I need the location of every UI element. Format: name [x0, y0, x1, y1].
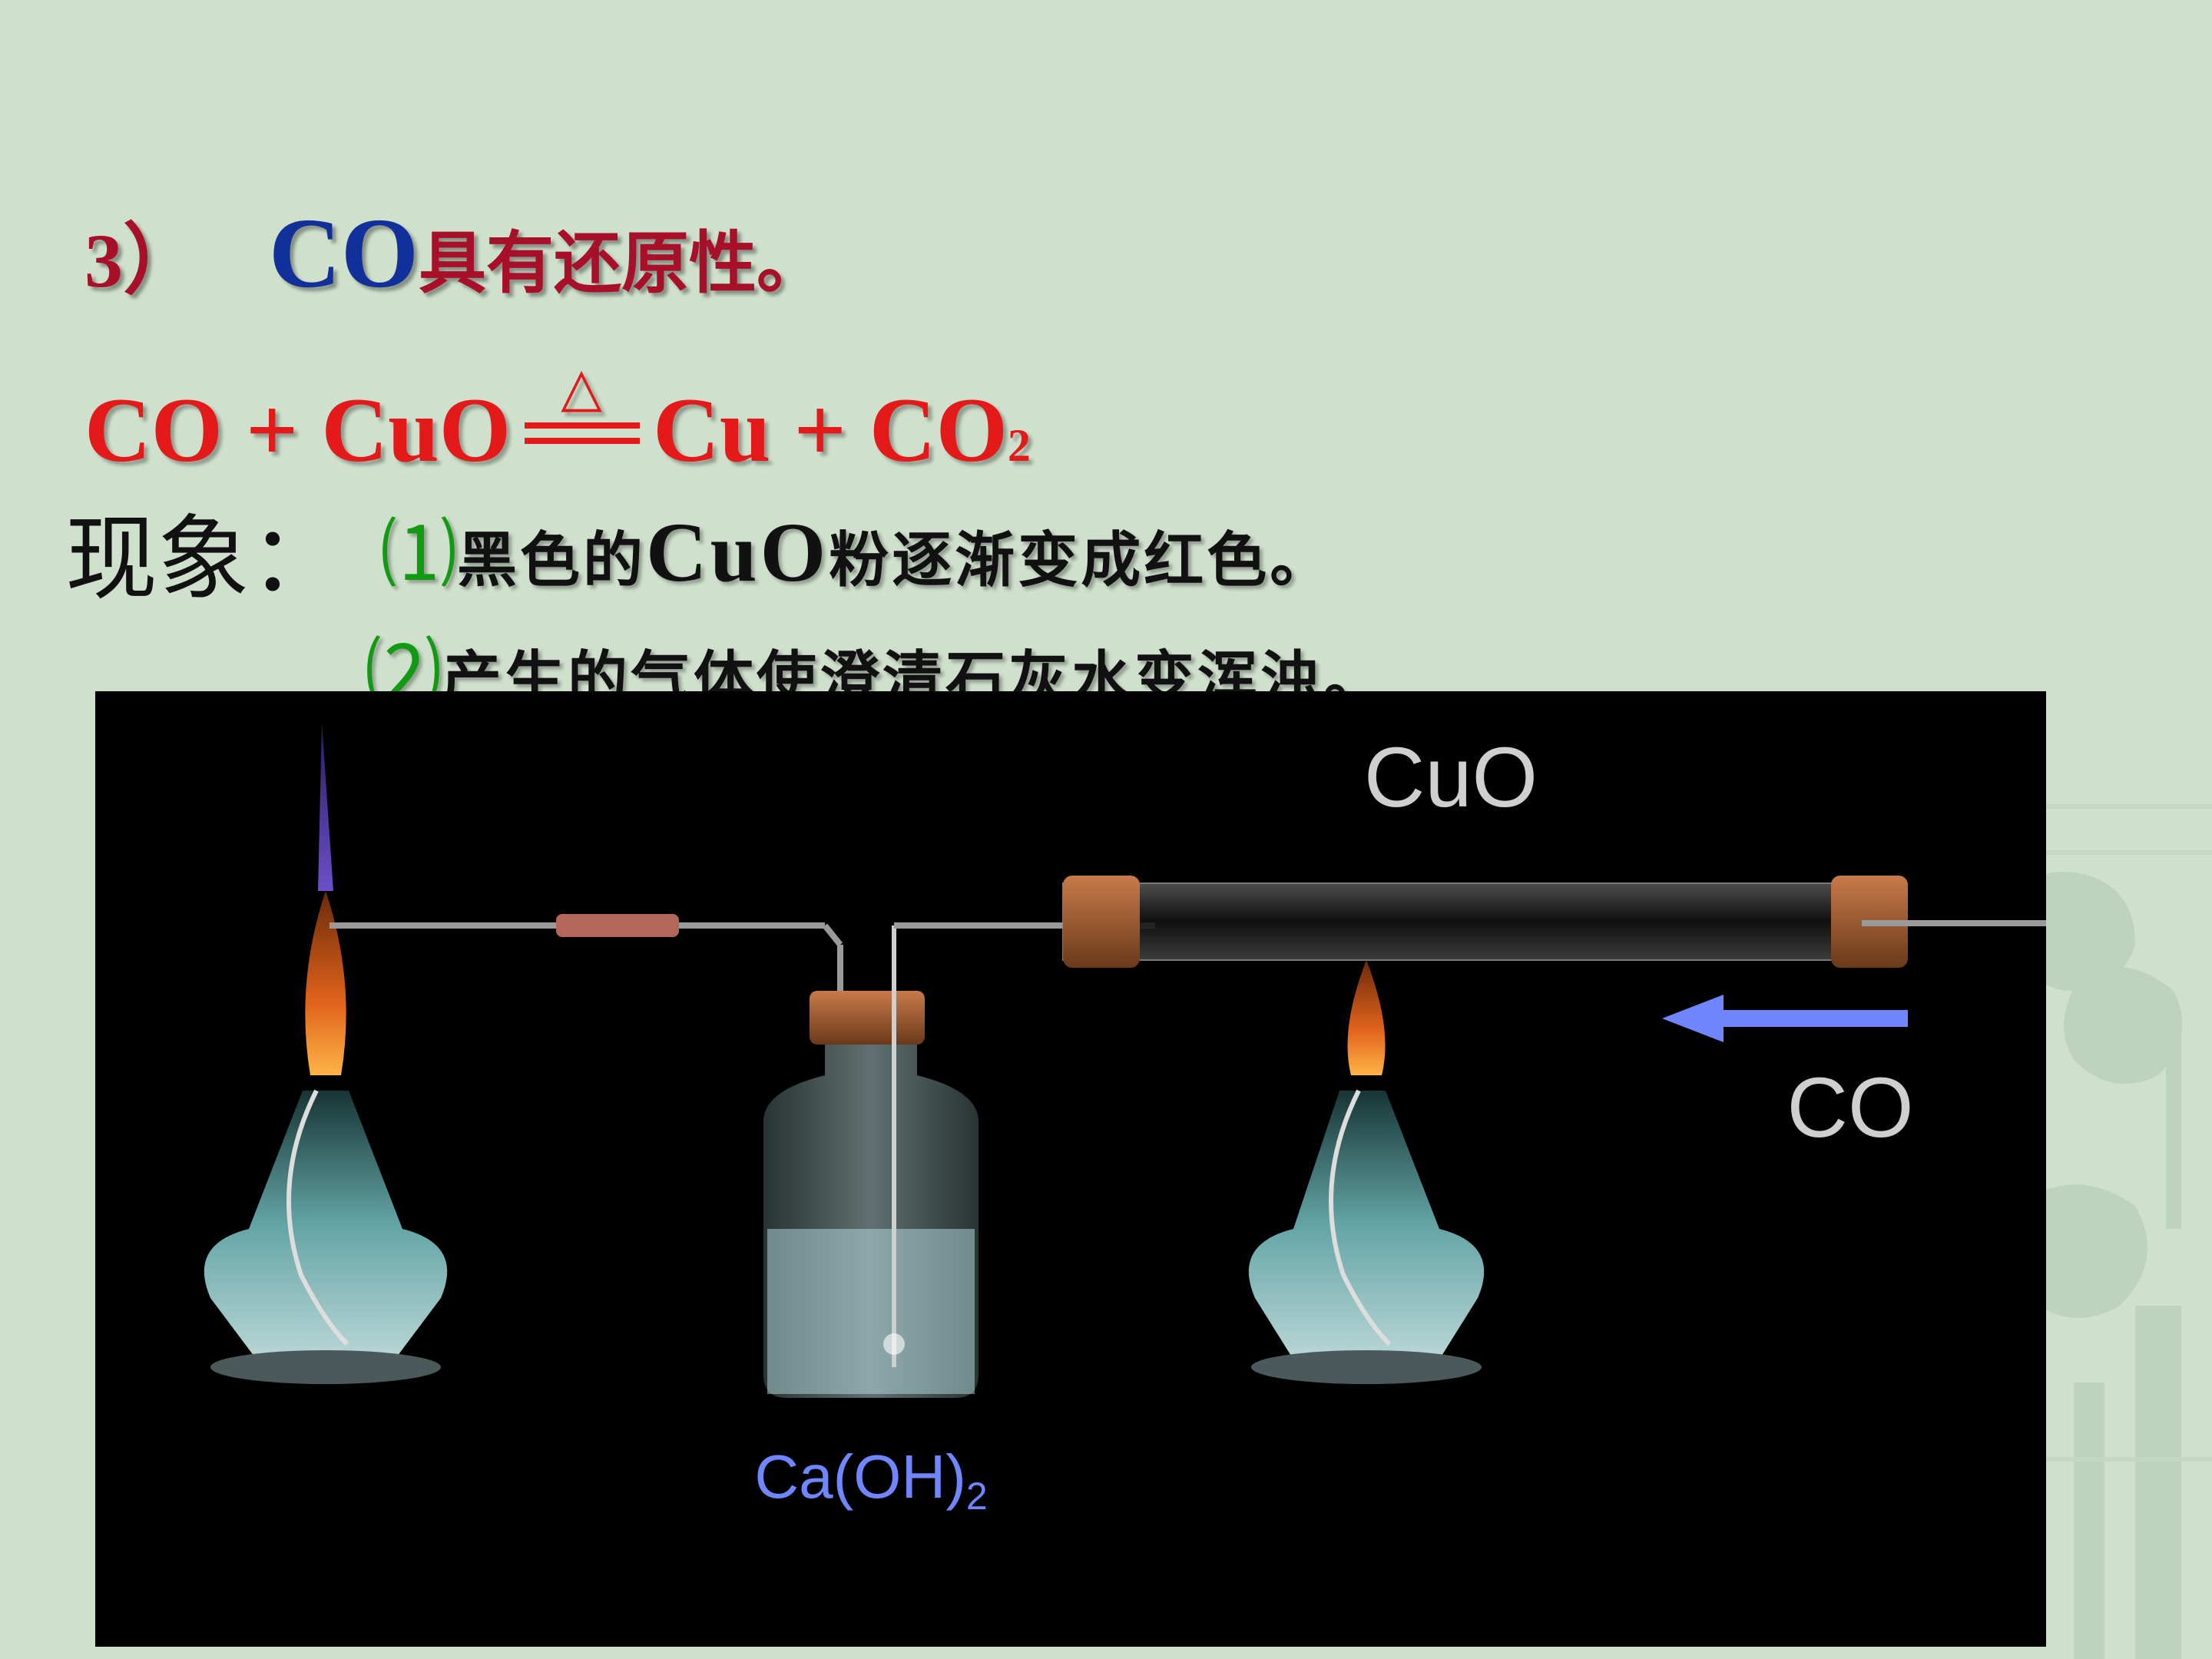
cuo-label: CuO — [1364, 730, 1538, 825]
apparatus-diagram: CuO CO Ca(OH)2 — [95, 691, 2046, 1647]
title-text: 具有还原性。 — [419, 223, 825, 303]
co-label: CO — [1787, 1061, 1914, 1155]
limewater-label: Ca(OH)2 — [754, 1442, 987, 1518]
co-flow-arrow — [1662, 995, 1908, 1042]
phenomenon-1-formula: CuO — [646, 505, 830, 599]
heating-condition: △ — [518, 356, 645, 461]
title-line: 3） CO 具有还原性。 — [84, 196, 824, 309]
right-flame — [1347, 960, 1386, 1075]
phenomenon-1: ⑴ 黑色的 CuO 粉逐渐变成红色。 — [380, 492, 1333, 603]
exhaust-tube — [329, 914, 843, 998]
equation-right: Cu + CO — [653, 379, 1008, 481]
left-flame — [305, 891, 346, 1075]
phenomenon-1-pre: 黑色的 — [457, 526, 647, 595]
left-alcohol-lamp — [204, 722, 448, 1384]
equation-left: CO + CuO — [84, 379, 512, 481]
limewater-subscript: 2 — [966, 1475, 988, 1518]
limewater-bottle — [763, 922, 1155, 1398]
title-number: 3） — [84, 218, 200, 303]
reaction-tube — [1062, 876, 2046, 968]
equation-subscript: 2 — [1007, 420, 1031, 471]
limewater-formula: Ca(OH) — [754, 1442, 966, 1511]
title-co: CO — [269, 198, 419, 309]
condition-symbol: △ — [561, 369, 602, 419]
phenomena-label: 现象： — [65, 506, 342, 613]
phenomenon-1-number: ⑴ — [380, 512, 457, 598]
right-alcohol-lamp — [1248, 960, 1485, 1384]
phenomenon-1-post: 粉逐渐变成红色。 — [829, 526, 1333, 595]
